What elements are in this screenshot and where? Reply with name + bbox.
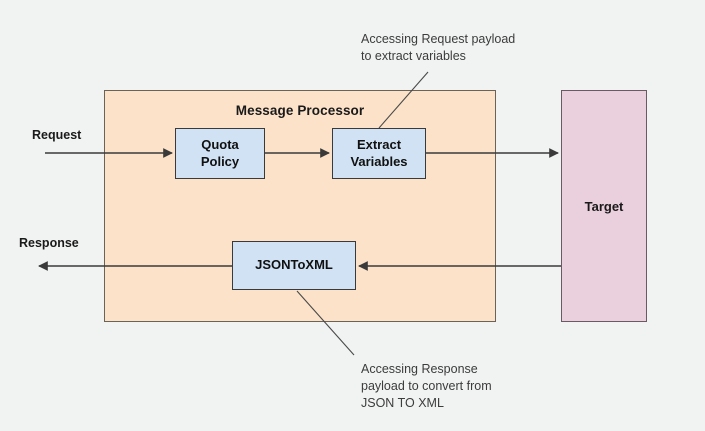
policy-extract-label-line1: Extract xyxy=(356,137,402,153)
target-container[interactable]: Target xyxy=(561,90,647,322)
policy-jsontoxml-label: JSONToXML xyxy=(255,257,333,273)
policy-jsontoxml-box[interactable]: JSONToXML xyxy=(232,241,356,290)
request-annotation-text: Accessing Request payload to extract var… xyxy=(361,32,516,63)
response-label: Response xyxy=(19,236,79,250)
policy-extract-label-line2: Variables xyxy=(350,153,408,169)
policy-extract-variables-box[interactable]: Extract Variables xyxy=(332,128,426,179)
policy-quota-label-line2: Policy xyxy=(200,153,240,169)
request-label: Request xyxy=(32,128,82,142)
policy-quota-label: Quota Policy xyxy=(201,137,239,170)
policy-extract-variables-label: Extract Variables xyxy=(350,137,407,170)
response-annotation-text: Accessing Response payload to convert fr… xyxy=(361,362,492,410)
target-label: Target xyxy=(584,198,624,214)
policy-quota-label-line1: Quota xyxy=(201,137,239,153)
policy-quota-box[interactable]: Quota Policy xyxy=(175,128,265,179)
message-processor-title: Message Processor xyxy=(235,103,365,118)
